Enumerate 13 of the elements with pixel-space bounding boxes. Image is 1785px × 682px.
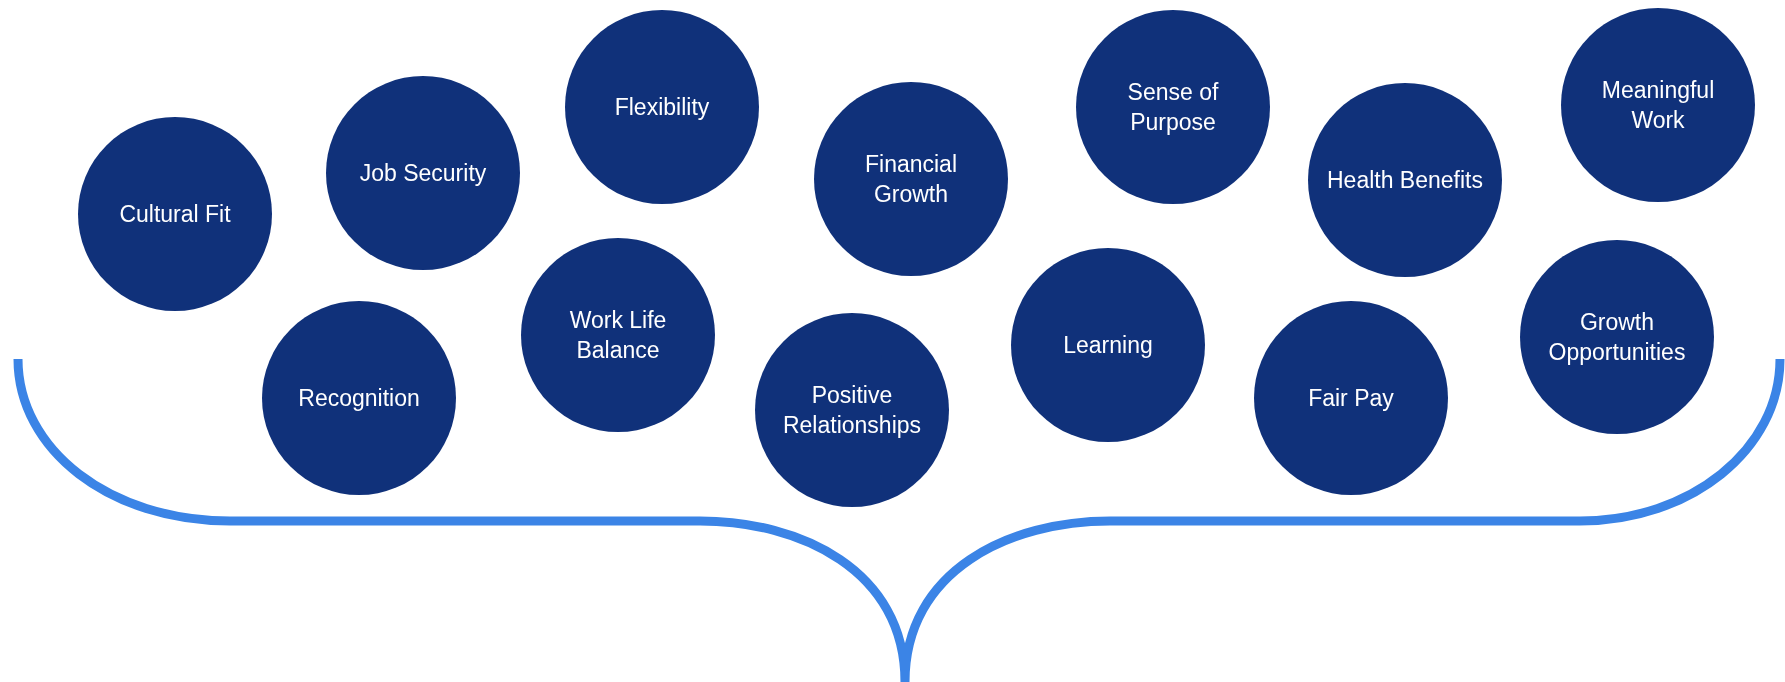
topic-label: Sense of Purpose <box>1126 78 1220 137</box>
topic-label: Positive Relationships <box>781 381 923 440</box>
topic-label: Job Security <box>359 159 487 188</box>
topic-label: Recognition <box>298 384 420 413</box>
topic-label: Meaningful Work <box>1600 76 1716 135</box>
topic-label: Health Benefits <box>1327 166 1483 195</box>
topic-label: Cultural Fit <box>119 200 231 229</box>
topic-label: Flexibility <box>614 93 710 122</box>
topic-label: Learning <box>1063 331 1153 360</box>
topic-label: Growth Opportunities <box>1547 308 1687 367</box>
topic-label: Financial Growth <box>863 150 958 209</box>
topic-label: Fair Pay <box>1308 384 1394 413</box>
topic-label: Work Life Balance <box>568 306 668 365</box>
